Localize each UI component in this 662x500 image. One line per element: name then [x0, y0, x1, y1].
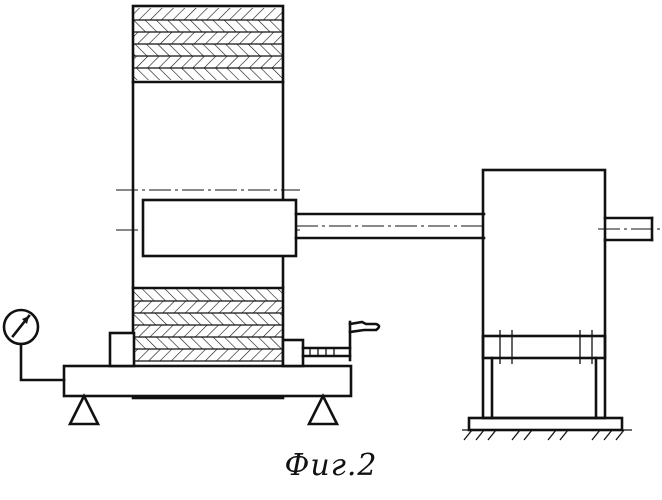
drive-shaft [296, 214, 484, 238]
right-clamp-block [283, 340, 303, 366]
upper-layer-3 [134, 32, 282, 44]
drive-housing [483, 170, 605, 418]
lower-layer-3 [134, 313, 282, 325]
upper-layer-5 [134, 56, 282, 68]
lower-layer-6 [134, 349, 282, 361]
upper-layer-1 [134, 8, 282, 20]
upper-layer-4 [134, 44, 282, 56]
upper-layer-6 [134, 68, 282, 80]
drive-band [483, 336, 605, 358]
gauge-pipe [21, 344, 64, 380]
left-support-foot [70, 396, 98, 424]
drive-unit [462, 170, 660, 440]
drum-assembly [116, 6, 300, 398]
upper-winding-layers [133, 8, 283, 82]
right-support-foot [309, 396, 337, 424]
drive-base [469, 418, 622, 430]
lower-winding-layers [133, 288, 283, 361]
lower-layer-4 [134, 325, 282, 337]
lower-layer-1 [134, 289, 282, 301]
clamp-screw [303, 322, 379, 360]
mandrel [143, 200, 296, 256]
pressure-gauge [4, 310, 64, 380]
upper-layer-2 [134, 20, 282, 32]
lower-layer-5 [134, 337, 282, 349]
table-plate [64, 366, 351, 396]
lower-layer-2 [134, 301, 282, 313]
ground-hatch [462, 430, 632, 440]
figure-caption: Фиг.2 [0, 448, 662, 483]
left-clamp-block [110, 333, 134, 366]
